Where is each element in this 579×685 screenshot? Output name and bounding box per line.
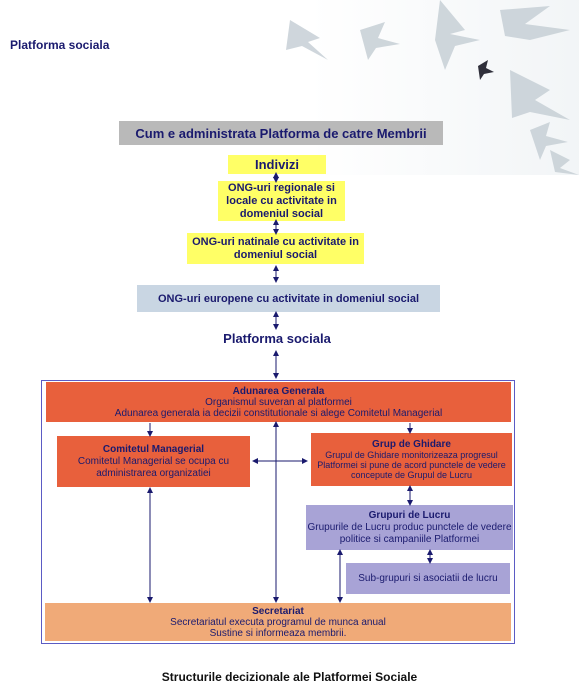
member-box-ong-natinale: ONG-uri natinale cu activitate in domeni… xyxy=(187,233,364,264)
comitetul-managerial-box: Comitetul Managerial Comitetul Manageria… xyxy=(57,436,250,487)
grupuri-lucru-box: Grupuri de Lucru Grupurile de Lucru prod… xyxy=(306,505,513,550)
comitetul-text: Comitetul Managerial se ocupa cu adminis… xyxy=(77,455,230,479)
adunarea-title: Adunarea Generala xyxy=(232,385,325,397)
grup-ghidare-box: Grup de Ghidare Grupul de Ghidare monito… xyxy=(311,433,512,486)
secretariat-line2: Sustine si informeaza membrii. xyxy=(209,627,347,639)
member-box-ong-europene: ONG-uri europene cu activitate in domeni… xyxy=(137,285,440,312)
diagram-caption: Structurile decizionale ale Platformei S… xyxy=(161,670,418,684)
member-box-ong-regionale: ONG-uri regionale si locale cu activitat… xyxy=(218,181,345,221)
page-title: Platforma sociala xyxy=(10,38,110,52)
grup-ghidare-title: Grup de Ghidare xyxy=(372,438,451,450)
grupuri-lucru-title: Grupuri de Lucru xyxy=(368,509,451,521)
adunarea-line2: Adunarea generala ia decizii constitutio… xyxy=(114,407,443,419)
sub-grupuri-box: Sub-grupuri si asociatii de lucru xyxy=(346,563,510,594)
platforma-label: Platforma sociala xyxy=(223,331,331,346)
comitetul-title: Comitetul Managerial xyxy=(102,443,205,455)
flying-birds-decoration xyxy=(286,0,579,175)
structure-frame xyxy=(41,380,515,644)
diagram-title: Cum e administrata Platforma de catre Me… xyxy=(119,121,443,145)
member-box-indivizi: Indivizi xyxy=(228,155,326,174)
grupuri-lucru-text: Grupurile de Lucru produc punctele de ve… xyxy=(307,521,512,545)
grup-ghidare-text: Grupul de Ghidare monitorizeaza progresu… xyxy=(317,449,506,480)
secretariat-box: Secretariat Secretariatul executa progra… xyxy=(45,603,511,641)
secretariat-line1: Secretariatul executa programul de munca… xyxy=(170,616,386,628)
adunarea-line1: Organismul suveran al platformei xyxy=(205,396,352,408)
adunarea-generala-box: Adunarea Generala Organismul suveran al … xyxy=(46,382,511,422)
secretariat-title: Secretariat xyxy=(252,605,304,617)
